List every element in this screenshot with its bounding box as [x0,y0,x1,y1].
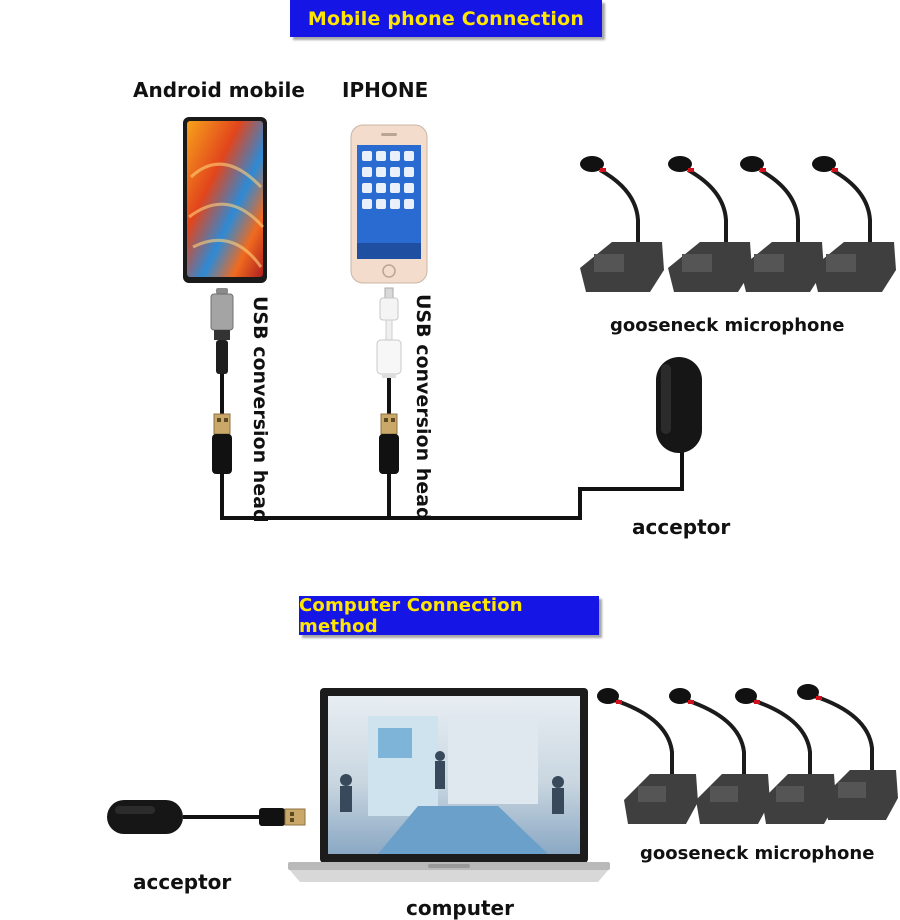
android-phone-image [183,117,267,283]
acceptor-usb-dongle-icon [107,800,306,834]
gooseneck-microphone-label-computer: gooseneck microphone [640,843,875,864]
computer-label: computer [406,896,514,920]
usb-conversion-label-android: USB conversion head [249,296,271,523]
acceptor-label-computer: acceptor [133,870,232,894]
gooseneck-microphones-image [580,156,896,292]
computer-section-banner: Computer Connection method [299,594,599,637]
iphone-label: IPHONE [342,78,429,102]
acceptor-dongle-icon [656,357,702,453]
computer-section-title: Computer Connection method [299,594,523,637]
acceptor-label-mobile: acceptor [632,515,731,539]
android-usb-adapter-icon [210,288,234,520]
laptop-computer-image [288,688,610,882]
mobile-section-banner: Mobile phone Connection [290,0,602,37]
usb-conversion-label-iphone: USB conversion head [412,294,434,521]
android-mobile-label: Android mobile [133,78,305,102]
iphone-usb-adapter-icon [376,287,402,520]
gooseneck-microphones-computer-image [597,684,898,824]
gooseneck-microphone-label-mobile: gooseneck microphone [610,315,845,336]
mobile-section-title: Mobile phone Connection [307,7,585,30]
iphone-image [350,124,428,284]
